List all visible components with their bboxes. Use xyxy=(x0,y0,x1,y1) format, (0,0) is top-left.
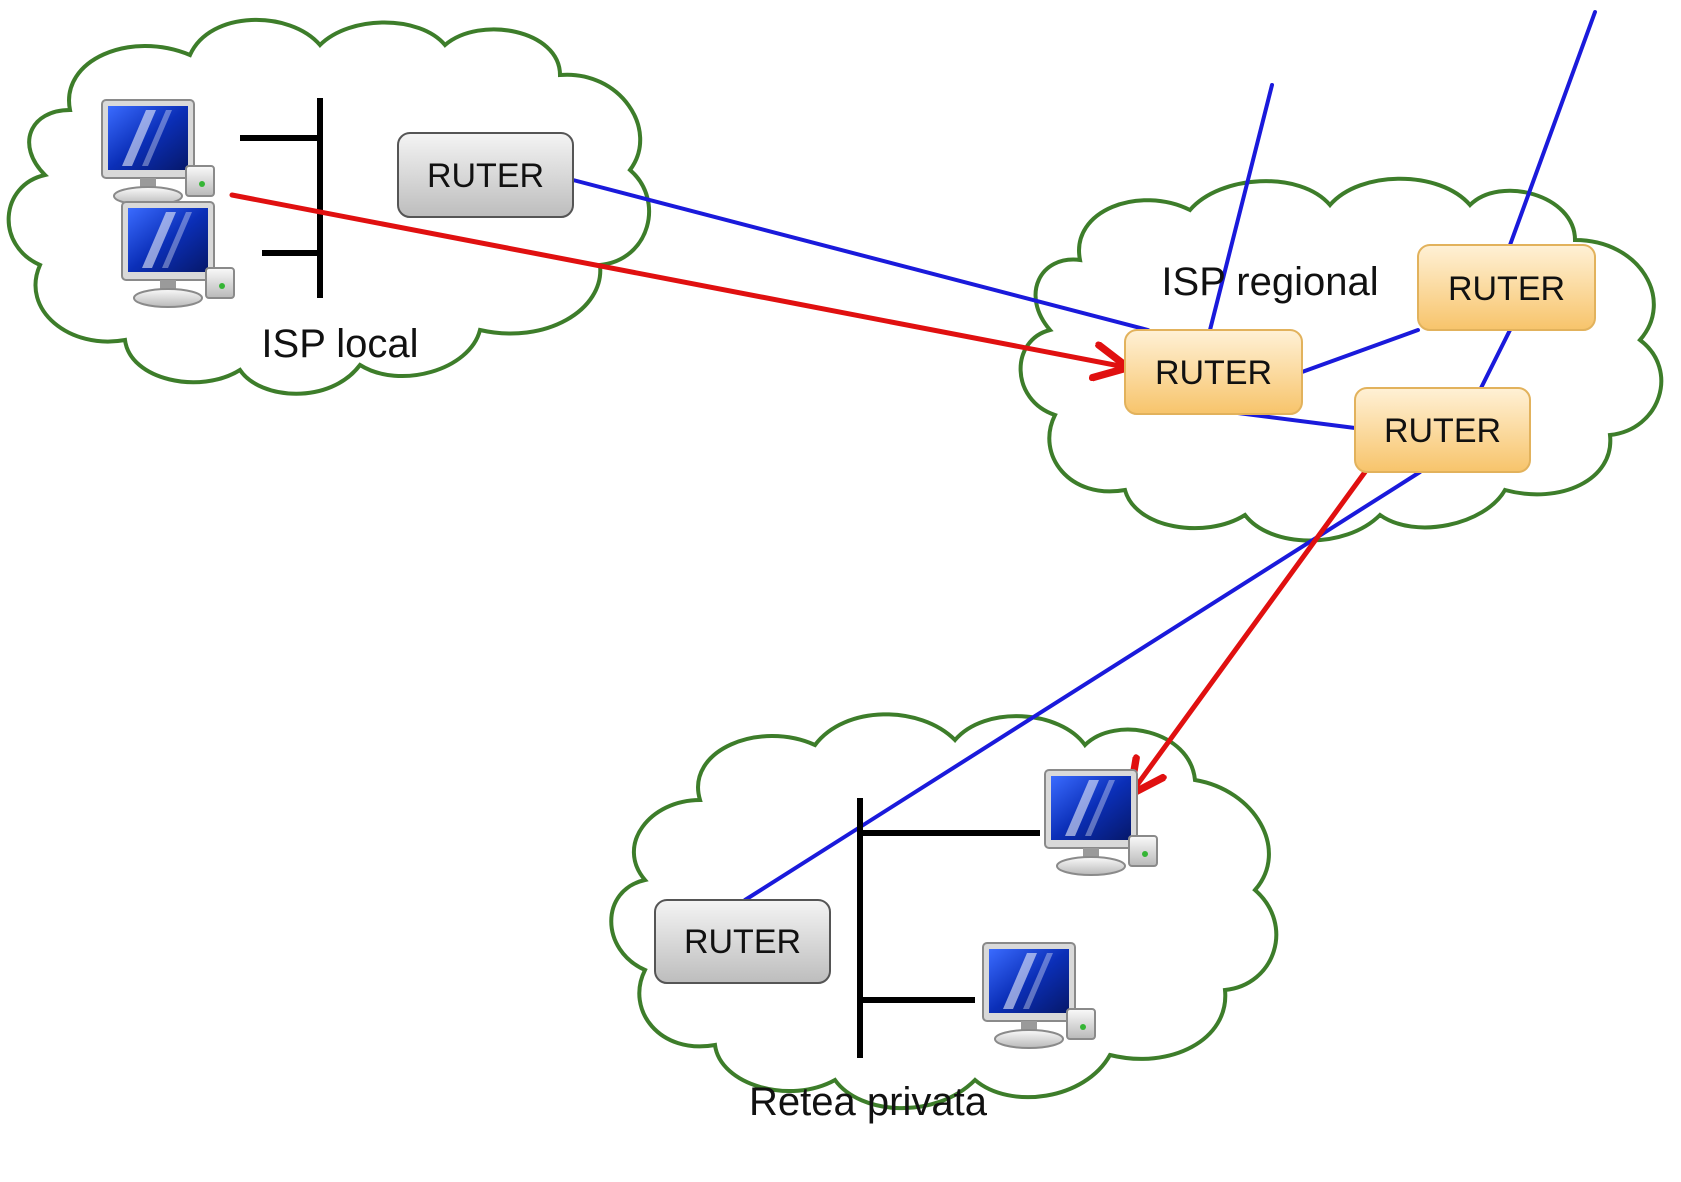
router-regional-top: RUTER xyxy=(1417,244,1596,331)
link-regional-up-2 xyxy=(1508,10,1597,247)
path-arrow-to-regional xyxy=(229,192,1125,367)
router-label: RUTER xyxy=(427,157,544,195)
router-label: RUTER xyxy=(1155,354,1272,392)
link-regional-entry-top xyxy=(1300,328,1420,374)
link-regional-top-exit xyxy=(1478,328,1512,392)
bus-local xyxy=(240,98,323,298)
label-private-network: Retea privata xyxy=(749,1080,988,1124)
router-regional-exit: RUTER xyxy=(1354,387,1531,473)
link-local-to-regional xyxy=(571,178,1150,332)
bus-private xyxy=(857,798,1040,1058)
router-label: RUTER xyxy=(1384,412,1501,450)
router-isp-local: RUTER xyxy=(397,132,574,218)
router-label: RUTER xyxy=(1448,270,1565,308)
router-label: RUTER xyxy=(684,923,801,961)
packet-path xyxy=(229,192,1368,792)
label-isp-local: ISP local xyxy=(261,322,418,366)
label-isp-regional: ISP regional xyxy=(1161,260,1378,304)
router-regional-entry: RUTER xyxy=(1124,329,1303,415)
router-private: RUTER xyxy=(654,899,831,984)
link-regional-up-1 xyxy=(1208,83,1274,332)
path-arrow-to-private xyxy=(1132,469,1368,792)
